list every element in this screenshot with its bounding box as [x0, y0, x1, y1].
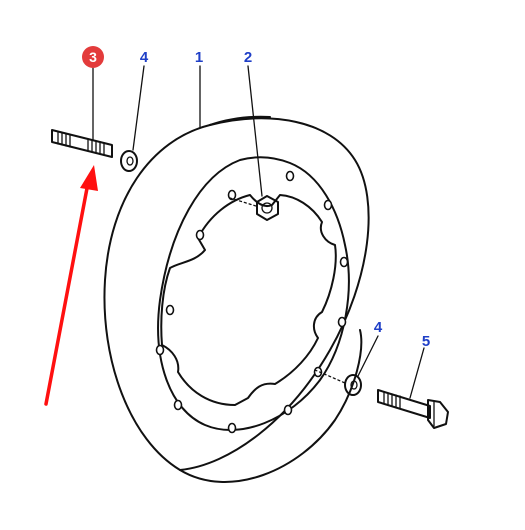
bolt-hole: [155, 344, 165, 356]
nut: [229, 65, 279, 221]
highlight-badge: [82, 46, 104, 68]
bolt-hole: [323, 199, 333, 211]
bolt-hole: [283, 404, 293, 416]
washer-top: [120, 65, 145, 172]
callout-washer-bottom: 4: [374, 319, 383, 336]
callout-nut: 2: [244, 49, 252, 66]
callout-washer-top: 4: [140, 49, 149, 66]
bolt-hole: [173, 399, 183, 411]
washer-bottom: [314, 335, 379, 396]
callout-stud: 3: [82, 46, 104, 68]
bolt-hole: [337, 316, 347, 328]
bolt-hole: [339, 256, 349, 268]
callout-wheel-weight: 1: [195, 49, 203, 66]
stud: [51, 67, 113, 158]
bolt-hole: [227, 189, 237, 201]
bolt-hole: [313, 366, 323, 378]
bolt-hole: [285, 170, 295, 182]
bolt-hole: [195, 229, 205, 241]
highlight-arrow: [44, 165, 98, 406]
callout-label: 3: [89, 49, 97, 65]
bolt: [377, 347, 449, 429]
wheel-weight: [103, 65, 370, 483]
bolt-hole: [165, 304, 175, 316]
bolt-hole: [227, 422, 237, 434]
callout-bolt: 5: [422, 333, 430, 350]
